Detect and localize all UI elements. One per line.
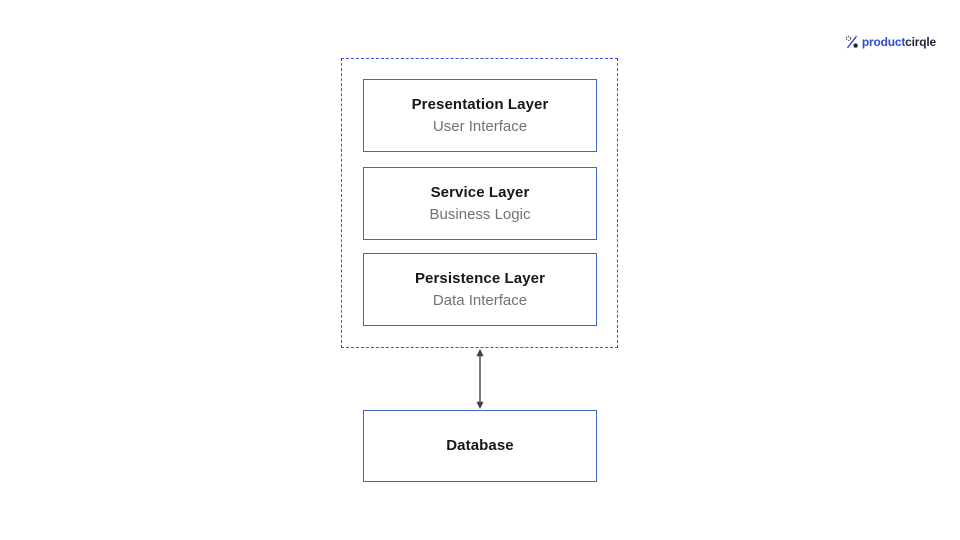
service-layer-box: Service Layer Business Logic [363,167,597,240]
presentation-layer-box: Presentation Layer User Interface [363,79,597,152]
persistence-layer-box: Persistence Layer Data Interface [363,253,597,326]
persistence-layer-title: Persistence Layer [414,269,546,287]
logo-word-cirqle: cirqle [905,35,936,49]
productcirqle-logo: productcirqle [845,35,936,49]
database-title: Database [446,437,514,454]
logo-word-product: product [861,35,906,49]
percent-dots-logo-icon [845,35,858,49]
double-arrow-connector-icon [476,349,484,409]
service-layer-title: Service Layer [430,183,530,201]
logo-wordmark: productcirqle [862,35,936,49]
database-box: Database [363,410,597,482]
presentation-layer-title: Presentation Layer [411,95,549,113]
application-layers-group-boundary [341,58,618,348]
persistence-layer-subtitle: Data Interface [432,291,528,309]
service-layer-subtitle: Business Logic [429,205,531,223]
presentation-layer-subtitle: User Interface [432,117,528,135]
